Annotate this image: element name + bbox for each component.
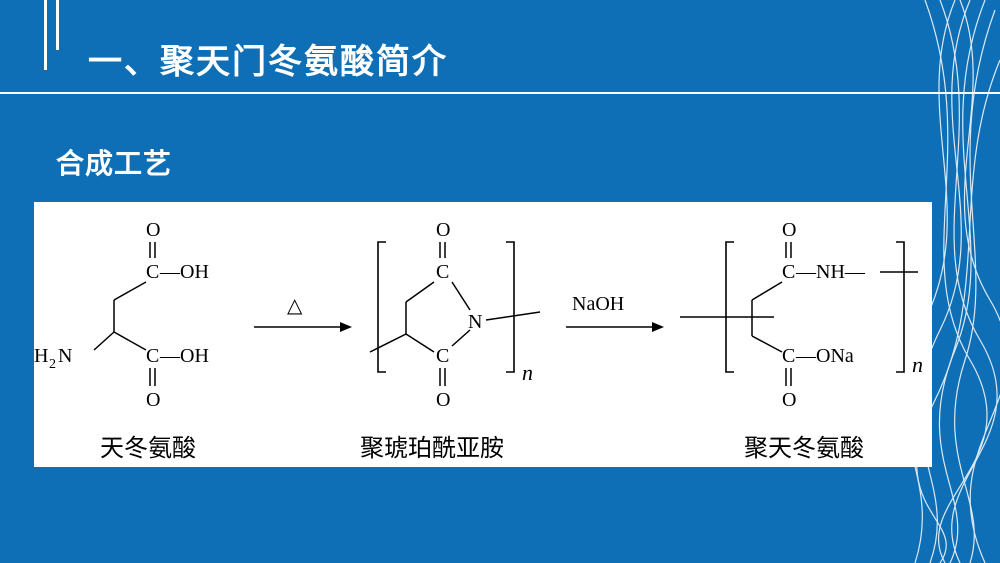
- m2-caption: 聚琥珀酰亚胺: [360, 434, 504, 462]
- m3-c-top: C: [782, 261, 795, 283]
- title-divider: [0, 92, 1000, 94]
- reaction-scheme: O C —OH H 2 N C —OH O 天冬氨酸: [34, 219, 923, 462]
- m3-caption: 聚天冬氨酸: [744, 434, 864, 462]
- m1-o-bot: O: [146, 389, 160, 411]
- reaction-scheme-panel: O C —OH H 2 N C —OH O 天冬氨酸: [34, 202, 932, 467]
- m2-c-bot: C: [436, 345, 449, 367]
- molecule-aspartic-acid: O C —OH H 2 N C —OH O 天冬氨酸: [34, 219, 209, 462]
- m1-h2n-h: H: [34, 345, 48, 367]
- arrow2-condition: NaOH: [572, 293, 624, 315]
- m1-caption: 天冬氨酸: [100, 434, 196, 462]
- accent-bar-right: [56, 0, 59, 50]
- molecule-polysuccinimide: O C N C O n 聚琥珀酰亚胺: [360, 219, 541, 462]
- m3-n-subscript: n: [912, 352, 923, 377]
- m2-n: N: [468, 311, 482, 333]
- m1-c-bot: C: [146, 345, 159, 367]
- m1-h2n-n: N: [58, 345, 72, 367]
- section-subtitle: 合成工艺: [56, 147, 173, 180]
- m3-nh: —NH—: [795, 261, 866, 283]
- m2-o-top: O: [436, 219, 450, 241]
- m3-o-bot: O: [782, 389, 796, 411]
- m1-oh-bot: —OH: [159, 345, 209, 367]
- m1-o-top: O: [146, 219, 160, 241]
- arrow-heat: △: [254, 295, 352, 332]
- m1-c-top: C: [146, 261, 159, 283]
- m2-o-bot: O: [436, 389, 450, 411]
- m1-oh-top: —OH: [159, 261, 209, 283]
- molecule-polyaspartate: O C —NH— C —ONa O n 聚天冬氨酸: [680, 219, 923, 462]
- slide-title: 一、聚天门冬氨酸简介: [88, 42, 448, 82]
- m3-o-top: O: [782, 219, 796, 241]
- arrow-naoh: NaOH: [566, 293, 664, 332]
- m1-h2n-2: 2: [49, 357, 56, 372]
- arrow1-condition: △: [287, 295, 303, 317]
- m2-n-subscript: n: [522, 360, 533, 385]
- m2-c-top: C: [436, 261, 449, 283]
- accent-bar-left: [44, 0, 47, 70]
- m3-ona: —ONa: [795, 345, 854, 367]
- m3-c-bot: C: [782, 345, 795, 367]
